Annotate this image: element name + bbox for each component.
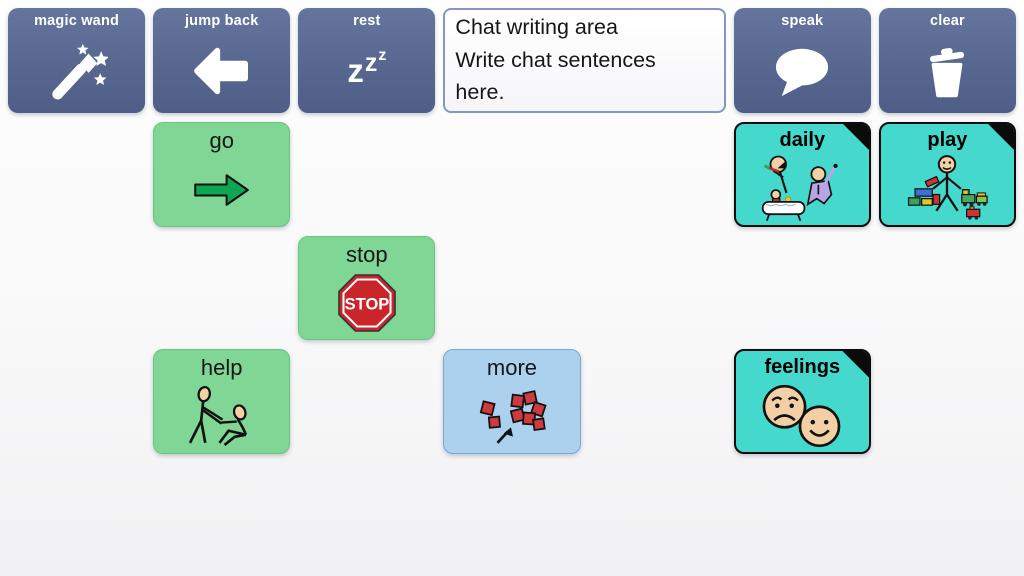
feelings-button[interactable]: feelings: [733, 349, 871, 455]
speak-iconwrap: [734, 29, 871, 113]
stop-label: stop: [346, 241, 388, 267]
folder-corner-icon: [985, 123, 1014, 152]
play-iconwrap: [881, 152, 1014, 225]
clear-button[interactable]: clear: [878, 8, 1016, 113]
go-iconwrap: [154, 154, 289, 226]
more-label: more: [486, 355, 538, 381]
speech-bubble-icon: [776, 48, 829, 96]
rest-iconwrap: z z z: [298, 29, 435, 113]
more-button[interactable]: more: [443, 349, 581, 455]
clear-label: clear: [929, 13, 965, 29]
sad-happy-faces-icon: [762, 384, 841, 447]
daily-iconwrap: [736, 152, 869, 225]
folder-corner-icon: [840, 351, 869, 380]
magic-wand-label: magic wand: [34, 13, 120, 29]
daily-button[interactable]: daily: [733, 121, 871, 227]
go-label: go: [209, 127, 234, 153]
right-arrow-icon: [193, 173, 249, 206]
chat-line-3: here.: [455, 80, 505, 105]
help-button[interactable]: help: [153, 349, 291, 455]
magic-wand-button[interactable]: magic wand: [8, 8, 146, 113]
scattered-squares-icon: [479, 390, 547, 445]
sleep-zzz-icon: z z z: [347, 48, 386, 90]
play-label: play: [927, 128, 968, 151]
speak-button[interactable]: speak: [733, 8, 871, 113]
go-button[interactable]: go: [153, 121, 291, 227]
clear-iconwrap: [879, 29, 1016, 113]
rest-label: rest: [353, 13, 381, 29]
help-label: help: [200, 355, 243, 381]
folder-corner-icon: [840, 123, 869, 152]
stop-iconwrap: STOP: [299, 268, 434, 340]
jump-back-iconwrap: [153, 29, 290, 113]
chat-writing-area[interactable]: Chat writing area Write chat sentences h…: [443, 8, 726, 113]
magic-wand-icon: [51, 43, 108, 100]
chat-line-2: Write chat sentences: [455, 47, 656, 72]
more-iconwrap: [444, 381, 579, 453]
daily-routine-icon: [762, 155, 838, 222]
zzz-letter-medium: z: [364, 49, 378, 78]
feelings-iconwrap: [736, 379, 869, 452]
stop-button[interactable]: stop STOP: [298, 235, 436, 341]
play-button[interactable]: play: [878, 121, 1016, 227]
daily-label: daily: [779, 128, 826, 151]
trash-icon: [930, 47, 965, 98]
person-helping-icon: [188, 386, 247, 447]
magic-wand-iconwrap: [8, 29, 145, 113]
zzz-letter-small: z: [378, 47, 387, 65]
stop-sign-icon: STOP: [338, 274, 396, 333]
zzz-letter-large: z: [347, 52, 364, 90]
stop-sign-text: STOP: [345, 296, 390, 314]
help-iconwrap: [154, 381, 289, 453]
child-playing-icon: [908, 155, 989, 220]
chat-line-1: Chat writing area: [455, 15, 618, 39]
back-arrow-icon: [193, 47, 248, 95]
feelings-label: feelings: [764, 356, 841, 379]
jump-back-button[interactable]: jump back: [153, 8, 291, 113]
jump-back-label: jump back: [184, 13, 259, 29]
rest-button[interactable]: rest z z z: [298, 8, 436, 113]
speak-label: speak: [781, 13, 824, 29]
